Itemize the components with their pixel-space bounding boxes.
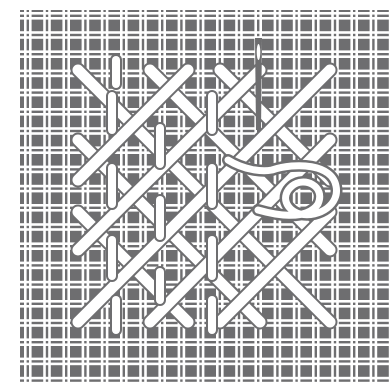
mesh-thread-horizontal [20, 281, 390, 284]
mesh-thread-horizontal [20, 17, 390, 20]
mesh-thread-horizontal [20, 377, 390, 380]
mesh-thread-horizontal [20, 300, 390, 303]
mesh-thread-horizontal [20, 89, 390, 92]
mesh-thread-vertical [24, 10, 27, 384]
mesh-thread-vertical [293, 10, 296, 384]
mesh-thread-vertical [29, 10, 32, 384]
needle-icon [255, 38, 262, 130]
mesh-thread-horizontal [20, 12, 390, 15]
mesh-thread-horizontal [20, 166, 390, 169]
mesh-thread-vertical [240, 10, 243, 384]
mesh-thread-horizontal [20, 108, 390, 111]
mesh-thread-vertical [62, 10, 65, 384]
mesh-thread-horizontal [20, 363, 390, 366]
mesh-thread-vertical [178, 10, 181, 384]
mesh-thread-horizontal [20, 338, 390, 341]
mesh-thread-vertical [67, 10, 70, 384]
mesh-thread-horizontal [20, 31, 390, 34]
mesh-thread-vertical [235, 10, 238, 384]
mesh-thread-horizontal [20, 151, 390, 154]
mesh-thread-vertical [87, 10, 90, 384]
needle-eye [257, 44, 261, 60]
mesh-thread-horizontal [20, 94, 390, 97]
mesh-thread-horizontal [20, 228, 390, 231]
mesh-thread-horizontal [20, 36, 390, 39]
mesh-thread-horizontal [20, 343, 390, 346]
mesh-thread-vertical [298, 10, 301, 384]
mesh-thread-horizontal [20, 223, 390, 226]
mesh-thread-vertical [370, 10, 373, 384]
mesh-thread-horizontal [20, 358, 390, 361]
mesh-thread-vertical [48, 10, 51, 384]
mesh-thread-horizontal [20, 305, 390, 308]
mesh-thread-vertical [350, 10, 353, 384]
mesh-thread-horizontal [20, 286, 390, 289]
mesh-thread-horizontal [20, 50, 390, 53]
mesh-thread-vertical [355, 10, 358, 384]
mesh-thread-vertical [43, 10, 46, 384]
mesh-thread-vertical [101, 10, 104, 384]
mesh-thread-vertical [375, 10, 378, 384]
mesh-thread-horizontal [20, 55, 390, 58]
